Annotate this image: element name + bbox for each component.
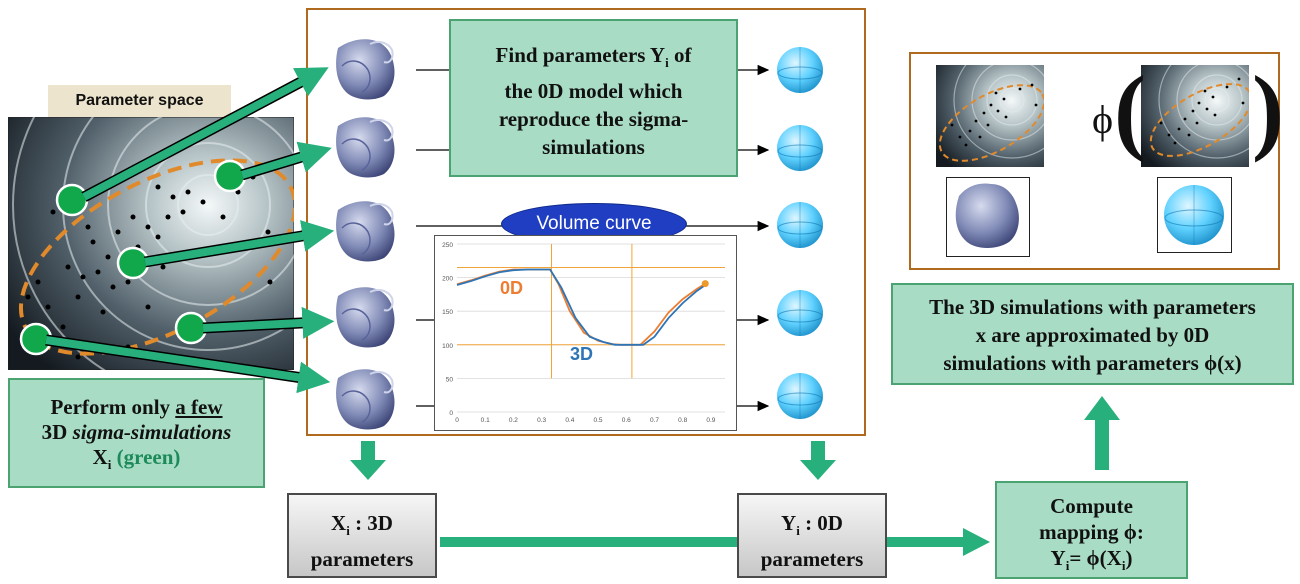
x-tick-label: 0.1 bbox=[481, 417, 490, 424]
sphere-thumbnail bbox=[1157, 177, 1232, 253]
x-tick-label: 0.3 bbox=[537, 417, 546, 424]
x-tick-label: 0.2 bbox=[509, 417, 518, 424]
volume-curve-svg: 0 50 100 150 200 250 0 0.1 0.2 0.3 0.4 0.5 0.6 0.7 0.8… bbox=[442, 242, 725, 424]
y-tick-label: 250 bbox=[442, 242, 453, 249]
label-0d: 0D bbox=[500, 278, 524, 298]
x-tick-label: 0 bbox=[455, 417, 459, 424]
series-line-3d bbox=[456, 268, 706, 346]
parameter-space-thumbnail-left bbox=[936, 65, 1044, 167]
heart-thumbnail bbox=[946, 177, 1030, 257]
parameter-space-thumbnail-right bbox=[1141, 65, 1249, 167]
y-tick-label: 100 bbox=[442, 343, 453, 350]
close-paren: ) bbox=[1252, 56, 1284, 163]
x-tick-label: 0.6 bbox=[622, 417, 631, 424]
x-3d-parameters-box: Xi : 3D parameters bbox=[287, 493, 437, 578]
compute-mapping-box: Compute mapping ϕ: Yi= ϕ(Xi) bbox=[995, 481, 1188, 579]
end-point-marker bbox=[701, 280, 709, 288]
sphere-icon-thumb bbox=[1164, 185, 1224, 245]
y-0d-parameters-box: Yi : 0D parameters bbox=[737, 493, 887, 578]
parameter-space-label: Parameter space bbox=[48, 85, 231, 117]
open-paren: ( bbox=[1114, 56, 1146, 163]
label-3d: 3D bbox=[570, 344, 594, 364]
x-tick-label: 0.5 bbox=[594, 417, 603, 424]
y-tick-label: 200 bbox=[442, 276, 453, 283]
x-tick-label: 0.7 bbox=[650, 417, 659, 424]
x-tick-label: 0.4 bbox=[565, 417, 574, 424]
phi-symbol: ϕ bbox=[1092, 97, 1114, 142]
approximation-box: The 3D simulations with parameters x are… bbox=[891, 283, 1294, 385]
y-tick-label: 50 bbox=[446, 376, 454, 383]
x-tick-label: 0.8 bbox=[678, 417, 687, 424]
heart-icon-thumb bbox=[955, 183, 1019, 248]
x-tick-label: 0.9 bbox=[706, 417, 715, 424]
y-tick-label: 150 bbox=[442, 309, 453, 316]
find-parameters-box: Find parameters Yi of the 0D model which… bbox=[449, 19, 738, 177]
y-tick-label: 0 bbox=[449, 410, 453, 417]
few-simulations-box: Perform only a few 3D sigma-simulations … bbox=[8, 378, 265, 488]
volume-curve-chart: 0 50 100 150 200 250 0 0.1 0.2 0.3 0.4 0.5 0.6 0.7 0.8… bbox=[434, 235, 737, 431]
